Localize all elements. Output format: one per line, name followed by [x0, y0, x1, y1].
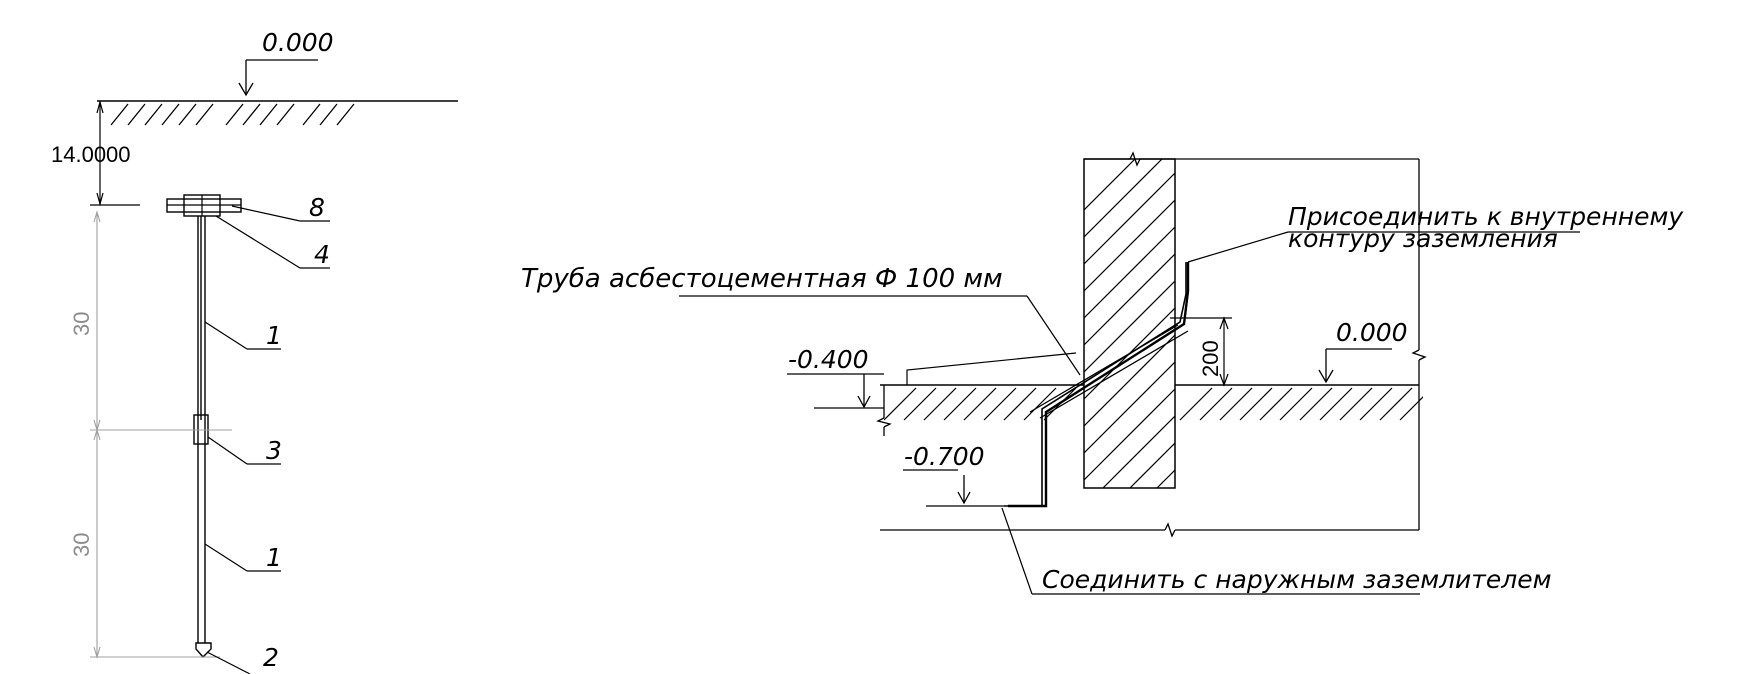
callout-2: 2 — [263, 643, 279, 672]
callout-3: 3 — [266, 436, 282, 465]
callout-leaders — [204, 205, 330, 674]
dimension-upper-30: 30 — [69, 312, 94, 336]
left-detail: 0.000 14.0000 — [51, 28, 458, 674]
callout-1-lower: 1 — [266, 543, 282, 572]
callout-1-upper: 1 — [266, 321, 282, 350]
depth-dimension: 14.0000 — [51, 99, 140, 207]
depth-dimension-label: 14.0000 — [51, 142, 131, 167]
ground-right — [876, 384, 1423, 436]
level-label-minus-700: -0.700 — [904, 442, 985, 471]
connect-outer-label: Соединить с наружным заземлителем — [1042, 565, 1551, 594]
callout-8: 8 — [309, 193, 325, 222]
level-label-zero-right: 0.000 — [1336, 318, 1408, 347]
rod-dimensions: 30 30 — [69, 210, 232, 659]
level-mark-zero-right: 0.000 — [1318, 318, 1408, 384]
level-mark-top-left: 0.000 — [238, 28, 334, 97]
label-leaders — [679, 231, 1580, 595]
pipe-label: Труба асбестоцементная Ф 100 мм — [521, 264, 1003, 294]
right-detail: 200 0.000 -0.400 -0.700 — [521, 151, 1684, 595]
grounding-conductor — [1004, 262, 1190, 508]
callout-4: 4 — [314, 240, 330, 269]
dimension-lower-30: 30 — [69, 533, 94, 557]
wall-section — [1083, 158, 1176, 489]
dimension-200: 200 — [1170, 316, 1232, 387]
level-label-minus-400: -0.400 — [788, 345, 869, 374]
dimension-200-label: 200 — [1198, 340, 1223, 377]
connect-inner-label-line2: контуру заземления — [1288, 224, 1558, 253]
ground-rod — [193, 216, 212, 659]
connect-inner-label-line1: Присоединить к внутреннему — [1288, 202, 1684, 231]
level-mark-minus-700: -0.700 — [903, 442, 1004, 507]
ground-hatch-left — [110, 103, 355, 126]
level-label-top: 0.000 — [262, 28, 334, 57]
level-mark-minus-400: -0.400 — [787, 345, 884, 409]
clamp-assembly — [166, 194, 242, 217]
